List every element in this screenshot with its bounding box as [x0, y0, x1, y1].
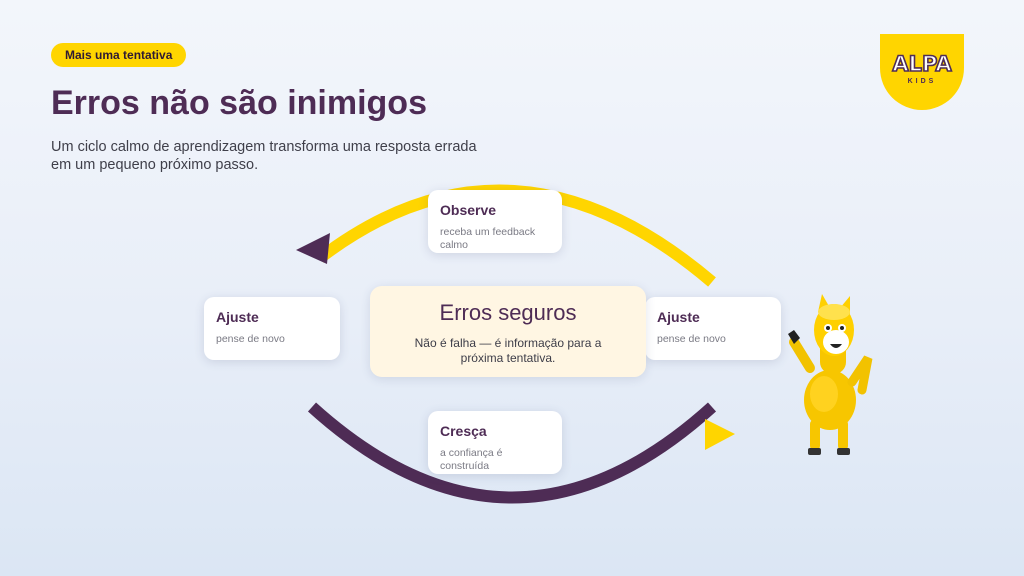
bottom-arrow-head: [705, 419, 735, 450]
step-title: Cresça: [440, 423, 487, 439]
cycle-step-grow: Cresça a confiança é construída: [428, 411, 562, 474]
step-description: pense de novo: [657, 333, 726, 345]
cycle-step-observe: Observe receba um feedback calmo: [428, 190, 562, 253]
alpaca-mascot-icon: [788, 294, 873, 455]
step-title: Ajuste: [657, 309, 700, 325]
tag-badge: Mais uma tentativa: [51, 43, 187, 67]
step-title: Ajuste: [216, 309, 259, 325]
step-description: receba um feedback calmo: [440, 226, 536, 251]
logo-subtext: KIDS: [907, 78, 937, 85]
cycle-step-adjust-right: Ajuste pense de novo: [645, 297, 781, 360]
page-title: Erros não são inimigos: [51, 84, 427, 122]
center-title: Erros seguros: [439, 300, 577, 325]
bottom-arc: [307, 402, 717, 504]
step-title: Observe: [440, 202, 497, 218]
center-description: Não é falha — é informação para a próxim…: [414, 336, 602, 365]
top-arrow-head: [296, 233, 330, 264]
logo-text: ALPA: [892, 51, 953, 77]
brand-logo: ALPA KIDS: [880, 34, 964, 110]
step-description: a confiança é construída: [440, 447, 503, 472]
step-description: pense de novo: [216, 333, 285, 345]
cycle-step-adjust-left: Ajuste pense de novo: [204, 297, 340, 360]
page-subtitle: Um ciclo calmo de aprendizagem transform…: [51, 139, 477, 173]
center-card: Erros seguros Não é falha — é informação…: [370, 286, 646, 377]
